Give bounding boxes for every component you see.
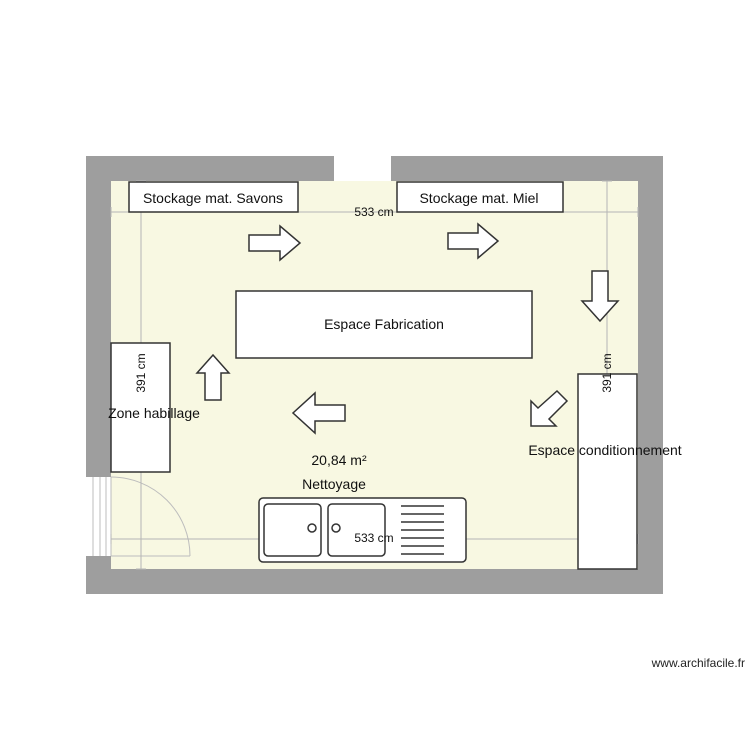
flow-arrow-up-icon [195,353,231,401]
storage-honey-label: Stockage mat. Miel [419,190,538,206]
window [334,156,391,181]
fabrication-label: Espace Fabrication [324,316,444,332]
storage-honey-cabinet [396,181,564,213]
dressing-zone-label: Zone habillage [108,405,200,421]
packaging-counter [577,373,638,570]
flow-arrow-right-icon [248,224,302,262]
flow-arrow-right-icon [447,222,500,260]
cleaning-zone-label: Nettoyage [302,476,366,492]
bottom-width-dimension: 533 cm [354,531,393,545]
right-height-dimension: 391 cm [600,353,614,392]
flow-arrow-down-icon [580,270,620,323]
room-area: 20,84 m² [311,452,367,468]
dressing-bench [110,342,171,473]
door [86,476,191,557]
packaging-zone-label: Espace conditionnement [528,442,681,458]
fabrication-table [235,290,533,359]
double-sink [258,497,467,563]
credit-watermark: www.archifacile.fr [651,656,745,670]
top-width-dimension: 533 cm [354,205,393,219]
storage-soap-label: Stockage mat. Savons [143,190,283,206]
flow-arrow-left-icon [291,391,346,435]
flow-arrow-down-left-icon [530,389,569,427]
left-height-dimension: 391 cm [134,353,148,392]
storage-soap-cabinet [128,181,299,213]
